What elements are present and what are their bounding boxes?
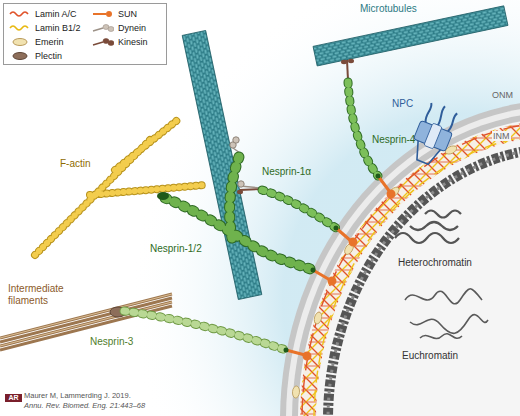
f-actin bbox=[35, 118, 205, 255]
dynein bbox=[233, 137, 239, 143]
protein-label: Nesprin-3 bbox=[90, 336, 133, 348]
sun-protein bbox=[304, 353, 310, 359]
legend-entry: Kinesin bbox=[92, 36, 148, 48]
sun-protein bbox=[286, 176, 394, 359]
nesprin bbox=[124, 311, 286, 350]
legend-entry: Lamin B1/2 bbox=[9, 22, 81, 34]
nucleus bbox=[280, 100, 520, 416]
citation-text: Maurer M, Lammerding J. 2019. bbox=[24, 392, 131, 401]
lamin-a-c bbox=[302, 122, 520, 416]
legend-label: Dynein bbox=[118, 23, 146, 33]
nuclear-pore-complex bbox=[424, 123, 442, 149]
kinesin bbox=[348, 59, 354, 63]
dynein bbox=[238, 181, 244, 187]
euchromatin bbox=[405, 289, 488, 339]
nesprin bbox=[124, 82, 378, 350]
sun-protein bbox=[286, 176, 390, 355]
sun-protein bbox=[329, 278, 335, 284]
lamin-a-c-swatch bbox=[9, 9, 31, 19]
microtubule bbox=[182, 30, 262, 299]
legend-label: Lamin B1/2 bbox=[35, 23, 81, 33]
legend-box: Lamin A/C Lamin B1/2EmerinPlectin SUN Dynei… bbox=[3, 3, 167, 65]
microtubule bbox=[313, 6, 508, 66]
legend-label: Kinesin bbox=[118, 37, 148, 47]
kinesin bbox=[347, 60, 348, 80]
nuclear-pore-complex bbox=[413, 120, 452, 151]
dynein-swatch bbox=[92, 23, 114, 33]
microtubule bbox=[182, 30, 262, 299]
structure-label: Intermediate filaments bbox=[8, 283, 80, 306]
nucleus bbox=[292, 112, 520, 416]
structure-label: NPC bbox=[392, 98, 413, 110]
plectin-swatch bbox=[9, 51, 31, 61]
f-actin bbox=[35, 118, 205, 255]
nesprin bbox=[124, 311, 286, 350]
sun-swatch bbox=[92, 9, 114, 19]
heterochromatin bbox=[395, 211, 461, 244]
structure-label: F-actin bbox=[60, 158, 91, 170]
nucleus bbox=[298, 118, 520, 416]
kinesin-swatch bbox=[92, 37, 114, 47]
nucleus bbox=[286, 106, 520, 416]
nuclear-lamina bbox=[308, 128, 520, 416]
nesprin bbox=[262, 82, 378, 228]
actin-binding-domain bbox=[157, 192, 169, 200]
nesprin bbox=[262, 82, 378, 228]
emerin bbox=[387, 185, 401, 198]
kash-domain bbox=[284, 174, 381, 353]
citation-text: Annu. Rev. Biomed. Eng. 21:443–68 bbox=[24, 402, 145, 411]
emerin-swatch bbox=[9, 37, 31, 47]
heterochromatin bbox=[328, 148, 520, 416]
nucleus bbox=[280, 100, 520, 416]
legend-label: Lamin A/C bbox=[35, 9, 77, 19]
heterochromatin bbox=[328, 148, 520, 416]
kinesin bbox=[237, 190, 243, 194]
legend-entry: SUN bbox=[92, 8, 137, 20]
f-actin bbox=[35, 118, 205, 255]
protein-label: Nesprin-4 bbox=[372, 134, 415, 146]
structure-label: Euchromatin bbox=[402, 350, 458, 362]
legend-entry: Dynein bbox=[92, 22, 146, 34]
kinesin bbox=[237, 59, 354, 194]
actin-binding-domain bbox=[157, 192, 169, 200]
nuclear-pore-complex bbox=[411, 141, 440, 167]
emerin bbox=[292, 386, 300, 399]
legend-label: Plectin bbox=[35, 51, 62, 61]
legend-label: SUN bbox=[118, 9, 137, 19]
lamin-b bbox=[314, 134, 520, 416]
sun-protein bbox=[388, 191, 394, 197]
emerin bbox=[313, 311, 323, 324]
legend-entry: Lamin A/C bbox=[9, 8, 77, 20]
sun-protein bbox=[350, 239, 356, 245]
membrane-label: INM bbox=[492, 131, 511, 141]
kash-domain bbox=[376, 174, 381, 179]
kash-domain bbox=[334, 226, 339, 231]
protein-label: Nesprin-1α bbox=[262, 166, 311, 178]
kinesin bbox=[341, 60, 347, 64]
lamin-b-swatch bbox=[9, 23, 31, 33]
protein-label: Nesprin-1/2 bbox=[150, 243, 202, 255]
microtubule bbox=[313, 6, 508, 66]
kash-domain bbox=[311, 268, 316, 273]
kash-domain bbox=[284, 348, 289, 353]
membrane-label: ONM bbox=[492, 90, 513, 100]
structure-label: Microtubules bbox=[360, 3, 417, 15]
legend-entry: Emerin bbox=[9, 36, 64, 48]
legend-label: Emerin bbox=[35, 37, 64, 47]
legend-entry: Plectin bbox=[9, 50, 62, 62]
structure-label: Heterochromatin bbox=[398, 257, 472, 269]
publisher-logo: AR bbox=[5, 394, 22, 402]
